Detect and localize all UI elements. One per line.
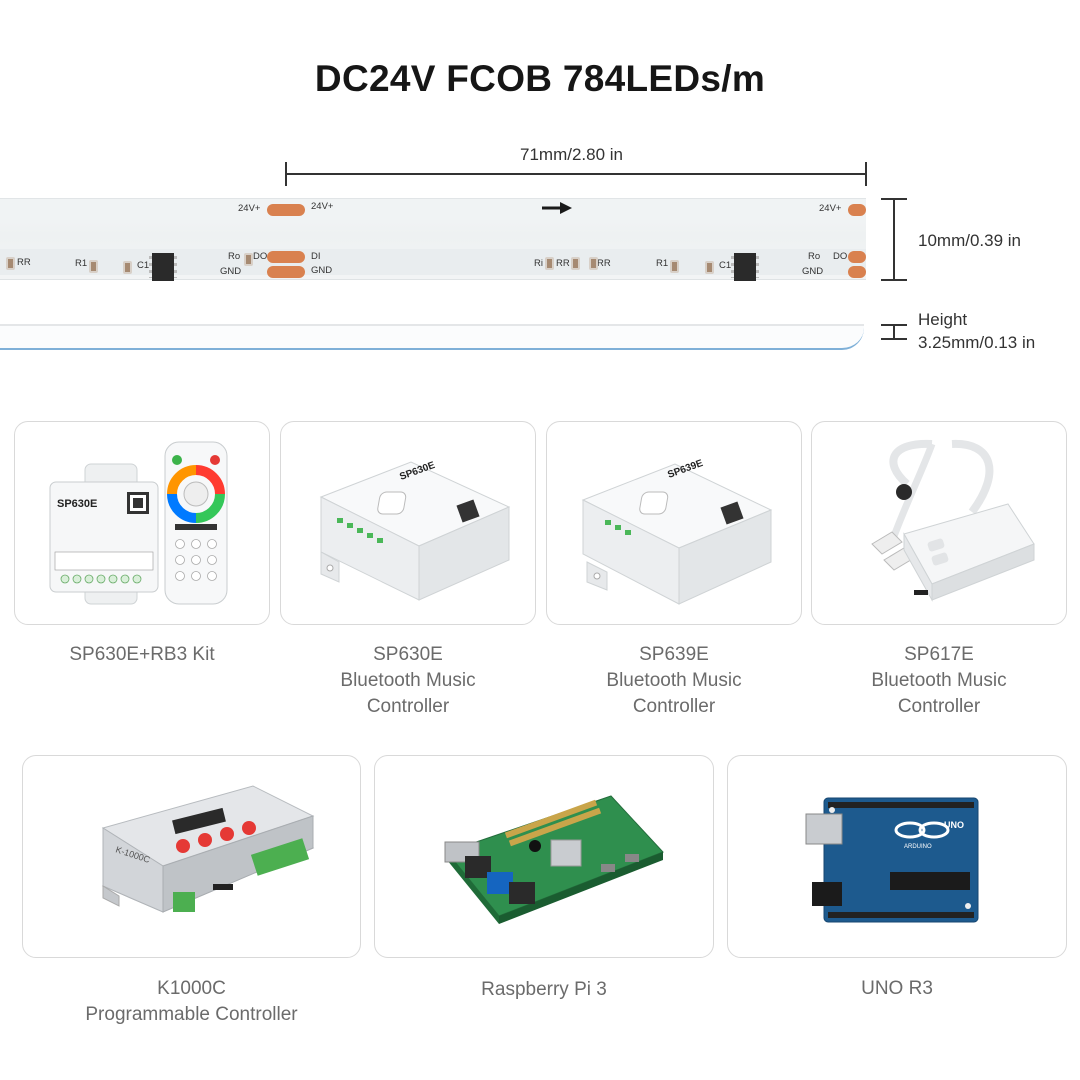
silk-rr: RR — [597, 258, 611, 269]
pad-di — [267, 251, 305, 263]
height-value: 3.25mm/0.13 in — [918, 333, 1036, 352]
k1000c-controller-image: K-1000C — [101, 785, 315, 913]
uno-label: UNO — [944, 820, 964, 830]
resistor — [670, 260, 679, 273]
caption-sp617e: SP617E Bluetooth Music Controller — [871, 644, 1007, 717]
pad-gnd — [267, 266, 305, 278]
height-tick-top — [881, 324, 907, 326]
silk-r1: R1 — [656, 258, 669, 269]
silk-do: DO — [833, 251, 848, 262]
silk-rr: RR — [17, 257, 31, 268]
length-dimension-line — [286, 173, 866, 175]
sp630e-controller-image: SP630E — [319, 460, 511, 601]
width-dimension-label: 10mm/0.39 in — [918, 231, 1021, 250]
silk-gnd: GND — [220, 266, 242, 277]
pad-24v-left — [267, 204, 305, 216]
direction-arrow-icon — [542, 202, 572, 214]
caption-sp639e: SP639E Bluetooth Music Controller — [606, 644, 742, 717]
uno-r3-board-image: UNO ARDUINO — [805, 797, 979, 923]
sp639e-controller-image: SP639E — [581, 458, 773, 605]
product-card-sp630e[interactable]: SP630E — [280, 421, 536, 625]
silk-ro: Ro — [808, 251, 821, 262]
resistor — [6, 257, 15, 270]
resistor — [89, 260, 98, 273]
pad-24v-right — [848, 204, 866, 216]
arduino-label: ARDUINO — [904, 844, 932, 850]
width-tick-bottom — [881, 279, 907, 281]
resistor — [705, 261, 714, 274]
sp630e-rb3-kit-image: SP630E — [49, 441, 228, 605]
resistor — [123, 261, 132, 274]
height-tick-bottom — [881, 338, 907, 340]
product-card-raspberry-pi[interactable] — [374, 755, 714, 958]
silk-gnd: GND — [802, 266, 824, 277]
length-tick-left — [285, 162, 287, 186]
length-tick-right — [865, 162, 867, 186]
width-tick-top — [881, 198, 907, 200]
sp630e-label: SP630E — [57, 498, 97, 510]
silk-ri: Ri — [534, 258, 543, 269]
product-card-uno-r3[interactable]: UNO ARDUINO — [727, 755, 1067, 958]
driver-chip — [731, 253, 759, 281]
pad-gnd-right — [848, 266, 866, 278]
silk-di: DI — [311, 251, 321, 262]
length-dimension-label: 71mm/2.80 in — [520, 145, 623, 164]
silk-c1: C1 — [137, 260, 150, 271]
caption-uno-r3: UNO R3 — [861, 978, 933, 999]
raspberry-pi-board-image — [444, 795, 664, 924]
caption-k1000c: K1000C Programmable Controller — [85, 978, 298, 1025]
silk-rr: RR — [556, 258, 570, 269]
driver-chip — [149, 253, 177, 281]
height-label: Height — [918, 310, 968, 329]
page-title: DC24V FCOB 784LEDs/m — [314, 58, 766, 99]
silk-24v: 24V+ — [311, 201, 334, 212]
width-dimension-line — [893, 199, 895, 280]
silk-c1: C1 — [719, 260, 732, 271]
silk-24v: 24V+ — [238, 203, 261, 214]
height-dimension-line — [893, 324, 895, 340]
product-card-sp630e-rb3-kit[interactable]: SP630E — [14, 421, 270, 625]
product-card-k1000c[interactable]: K-1000C — [22, 755, 361, 958]
led-strip-top-view: 24V+ 24V+ 24V+ DI GND GND GND Ro Ro DO D… — [0, 198, 866, 281]
silk-do: DO — [253, 251, 268, 262]
resistor — [571, 257, 580, 270]
silk-r1: R1 — [75, 258, 88, 269]
caption-sp630e-rb3-kit: SP630E+RB3 Kit — [69, 644, 215, 665]
sp617e-controller-image — [871, 439, 1035, 602]
caption-sp630e: SP630E Bluetooth Music Controller — [340, 644, 476, 717]
resistor — [545, 257, 554, 270]
pad-do-right — [848, 251, 866, 263]
led-strip-side-view — [0, 324, 864, 350]
product-card-sp639e[interactable]: SP639E — [546, 421, 802, 625]
silk-gnd: GND — [311, 265, 333, 276]
silk-24v: 24V+ — [819, 203, 842, 214]
silk-ro: Ro — [228, 251, 241, 262]
product-card-sp617e[interactable] — [811, 421, 1067, 625]
resistor — [244, 253, 253, 266]
resistor — [589, 257, 598, 270]
caption-raspberry-pi: Raspberry Pi 3 — [481, 979, 607, 1000]
